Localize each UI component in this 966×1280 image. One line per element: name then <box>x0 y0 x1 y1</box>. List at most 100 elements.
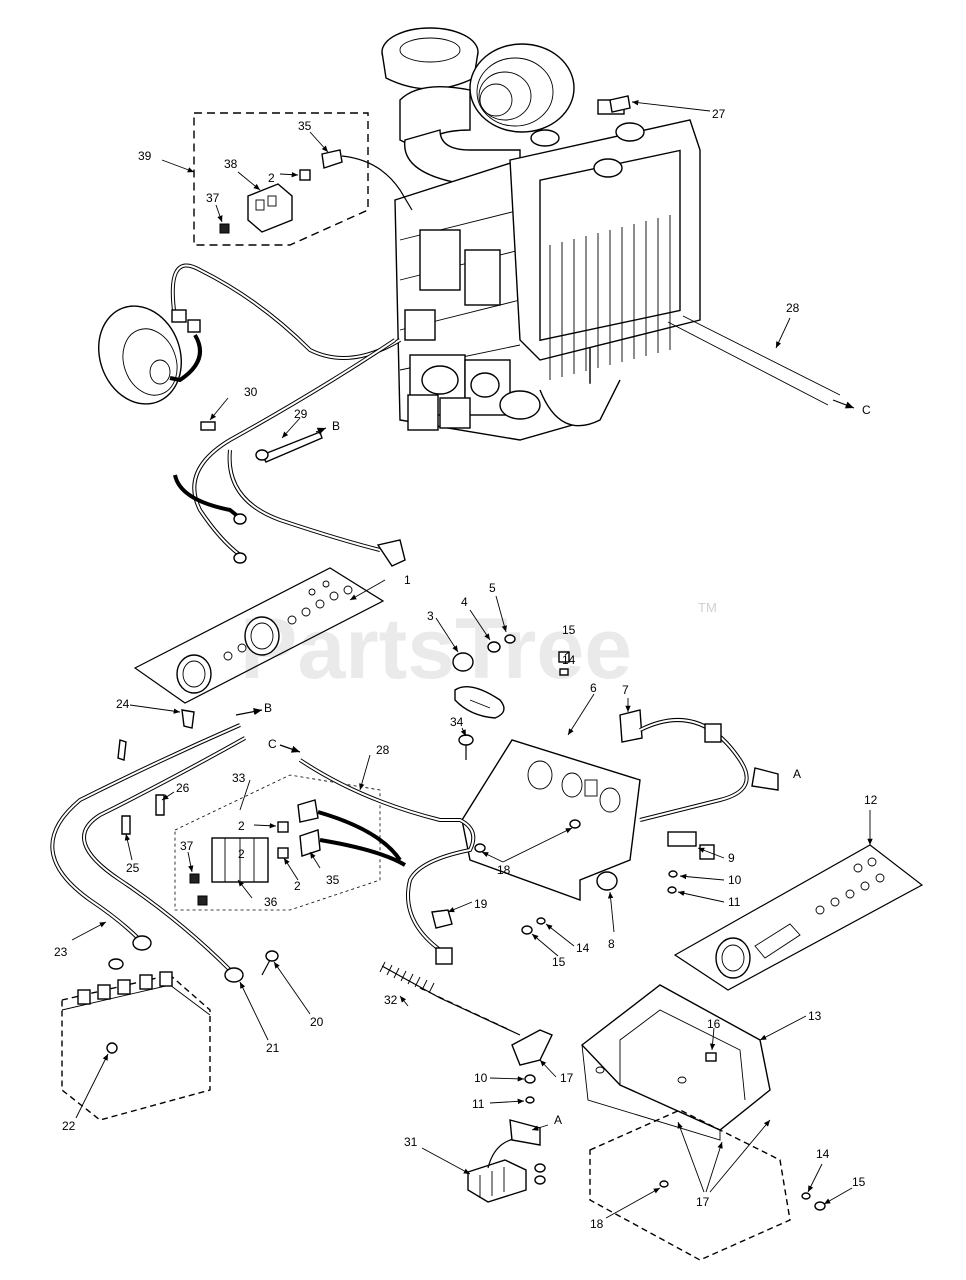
label-15-bottom: 15 <box>852 1175 866 1189</box>
label-15-top: 15 <box>562 623 576 637</box>
label-12: 12 <box>864 793 878 807</box>
label-ref-A-1: A <box>793 767 801 781</box>
label-35-top: 35 <box>298 119 312 133</box>
screw-18-b <box>569 819 581 829</box>
washer-14-mid <box>536 917 546 925</box>
nut-4 <box>487 641 501 653</box>
label-36: 36 <box>264 895 278 909</box>
label-3: 3 <box>427 609 434 623</box>
label-39: 39 <box>138 149 152 163</box>
screw-37a <box>189 873 200 884</box>
label-ref-A-2: A <box>554 1113 562 1127</box>
screw-15-mid <box>521 925 533 935</box>
clip-24 <box>181 709 195 729</box>
label-22: 22 <box>62 1119 76 1133</box>
label-14-mid: 14 <box>576 941 590 955</box>
label-2-b: 2 <box>238 847 245 861</box>
battery-box-13 <box>580 984 771 1141</box>
label-37-bottom: 37 <box>180 839 194 853</box>
label-2-top: 2 <box>268 171 275 185</box>
gauge-1-parts <box>176 580 353 694</box>
label-14-top: 14 <box>562 653 576 667</box>
label-37-top: 37 <box>206 191 220 205</box>
washer-14-bottom <box>801 1192 811 1200</box>
engine-assembly <box>381 27 701 441</box>
washer-10a <box>668 870 678 878</box>
label-6: 6 <box>590 681 597 695</box>
label-ref-C-2: C <box>268 737 277 751</box>
label-ref-C-1: C <box>862 403 871 417</box>
label-27: 27 <box>712 107 726 121</box>
label-11-a: 11 <box>728 895 741 909</box>
nut-11a <box>667 886 677 894</box>
gauge-12-parts <box>715 857 885 979</box>
label-9: 9 <box>728 851 735 865</box>
light-8 <box>596 871 618 891</box>
label-31: 31 <box>404 1135 418 1149</box>
terminal-2b <box>277 847 289 859</box>
label-17-a: 17 <box>560 1071 574 1085</box>
leader-lines <box>71 100 873 1219</box>
label-2-c: 2 <box>294 879 301 893</box>
label-20: 20 <box>310 1015 324 1029</box>
screw-18c <box>659 1180 669 1188</box>
bolt-34 <box>458 734 474 760</box>
relay-plug-38 <box>247 183 293 233</box>
clamp-19 <box>431 909 453 929</box>
terminal-2a <box>277 821 289 833</box>
label-28-b: 28 <box>376 743 390 757</box>
screw-15-bottom <box>814 1201 826 1211</box>
screw-37-top <box>219 223 230 234</box>
connector-35-top <box>321 149 343 169</box>
label-32: 32 <box>384 993 398 1007</box>
label-18-a: 18 <box>497 863 511 877</box>
connector-35b <box>299 829 321 857</box>
label-28-a: 28 <box>786 301 800 315</box>
bolt-30 <box>200 421 216 431</box>
label-13: 13 <box>808 1009 822 1023</box>
label-10-b: 10 <box>474 1071 488 1085</box>
nut-11b <box>525 1096 535 1104</box>
gauge-kit-12 <box>673 844 924 991</box>
clip-16 <box>705 1052 717 1062</box>
washer-14-top <box>559 668 569 676</box>
bolt-20 <box>261 950 279 976</box>
label-11-b: 11 <box>472 1097 485 1111</box>
screw-37b <box>197 895 208 906</box>
connector-A <box>751 767 779 791</box>
gauge-kit-1 <box>133 567 385 704</box>
bracket-17 <box>511 1029 553 1066</box>
callout-labels: 1 2 2 2 2 3 4 5 6 7 8 9 10 10 11 11 12 1… <box>54 107 878 1231</box>
label-5: 5 <box>489 581 496 595</box>
label-7: 7 <box>622 683 629 697</box>
washer-10b <box>524 1074 536 1084</box>
connector-9 <box>667 831 697 847</box>
label-34: 34 <box>450 715 464 729</box>
label-ref-B-1: B <box>332 419 340 433</box>
rectifier-31 <box>467 1119 546 1203</box>
watermark-text: PartsTree <box>240 601 632 697</box>
label-29: 29 <box>294 407 308 421</box>
harness-wire-35 <box>341 155 413 211</box>
inset-box-33 <box>174 774 381 911</box>
label-21: 21 <box>266 1041 280 1055</box>
label-25: 25 <box>126 861 140 875</box>
connector-35a <box>297 799 319 823</box>
label-10-a: 10 <box>728 873 742 887</box>
clip-26 <box>155 794 165 816</box>
label-23: 23 <box>54 945 68 959</box>
washer-5 <box>504 634 516 644</box>
inset-box-39 <box>193 112 369 246</box>
label-ref-B-2: B <box>264 701 272 715</box>
battery-tray <box>589 1109 791 1261</box>
label-16: 16 <box>707 1017 721 1031</box>
label-4: 4 <box>461 595 468 609</box>
trademark-text: TM <box>698 600 717 615</box>
terminal-2-top <box>299 169 311 181</box>
label-8: 8 <box>608 937 615 951</box>
cable-32 <box>379 961 521 1036</box>
strap-29 <box>260 431 323 463</box>
sensor-27 <box>609 95 631 113</box>
label-30: 30 <box>244 385 258 399</box>
